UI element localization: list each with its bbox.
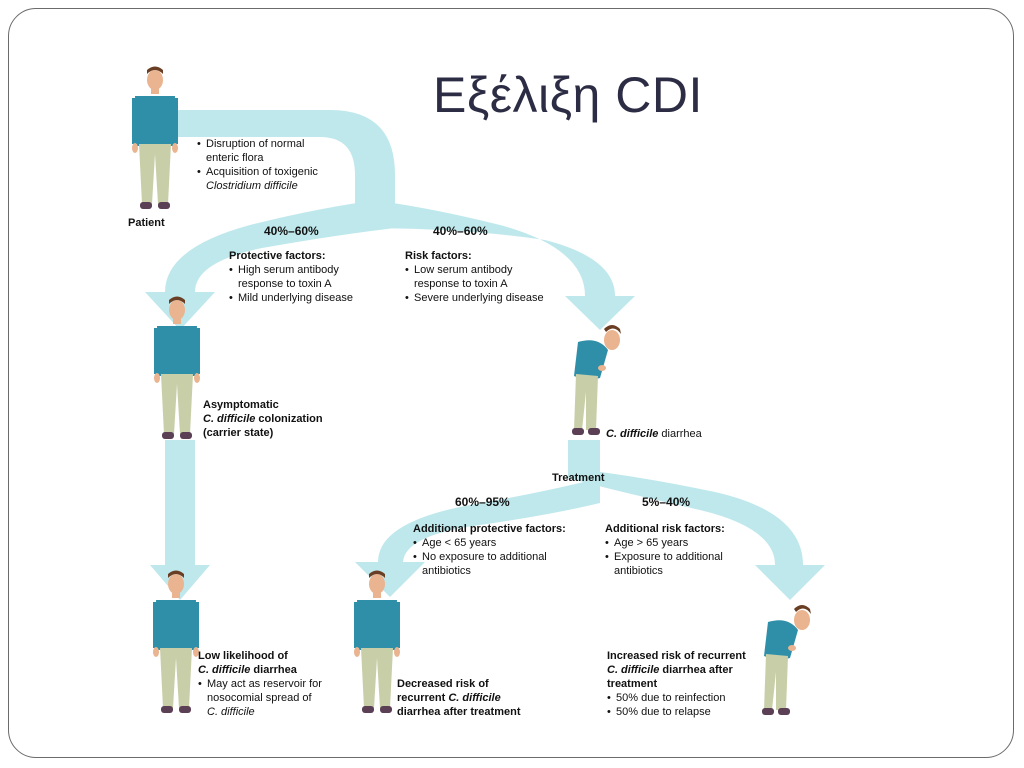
patient-figure [132,66,178,209]
lower-left-percent: 60%–95% [455,495,510,509]
increased-bullet-2: 50% due to relapse [607,705,746,719]
protective-factors: Protective factors: High serum antibodyr… [229,249,353,305]
additional-protective-factors: Additional protective factors: Age < 65 … [413,522,566,578]
low-likelihood-block: Low likelihood of C. difficile diarrhea … [198,649,322,719]
lower-right-arrow [568,468,825,600]
left-branch-percent: 40%–60% [264,224,319,238]
patient-label: Patient [128,217,165,229]
additional-protective-bullet-1: Age < 65 years [413,536,566,550]
slide-title: Εξέλιξη CDI [433,67,703,123]
patient-figures [132,66,811,715]
diarrhea-figure [572,325,621,435]
increased-bullet-1: 50% due to reinfection [607,691,746,705]
left-branch-arrow [145,198,395,330]
carrier-down-arrow [150,440,210,600]
decreased-risk-figure [354,570,400,713]
diarrhea-down-band [568,440,600,478]
additional-risk-bullet-1: Age > 65 years [605,536,725,550]
additional-risk-heading: Additional risk factors: [605,523,725,535]
risk-factors: Risk factors: Low serum antibodyresponse… [405,249,544,305]
protective-factors-heading: Protective factors: [229,250,326,262]
low-likelihood-figure [153,570,199,713]
increased-risk-figure [762,605,811,715]
treatment-label: Treatment [552,472,605,484]
protective-bullet-2: Mild underlying disease [229,291,353,305]
decreased-risk-block: Decreased risk of recurrent C. difficile… [397,678,521,718]
increased-risk-block: Increased risk of recurrent C. difficile… [607,649,746,719]
right-branch-arrow [355,198,635,330]
risk-bullet-2: Severe underlying disease [405,291,544,305]
additional-risk-factors: Additional risk factors: Age > 65 years … [605,522,725,578]
asymptomatic-figure [154,296,200,439]
risk-factors-heading: Risk factors: [405,250,472,262]
diarrhea-label: C. difficile diarrhea [606,428,702,440]
slide-frame [8,8,1014,758]
lower-right-percent: 5%–40% [642,495,691,509]
asymptomatic-label: Asymptomatic C. difficile colonization (… [203,399,323,439]
additional-protective-heading: Additional protective factors: [413,523,566,535]
right-branch-percent: 40%–60% [433,224,488,238]
